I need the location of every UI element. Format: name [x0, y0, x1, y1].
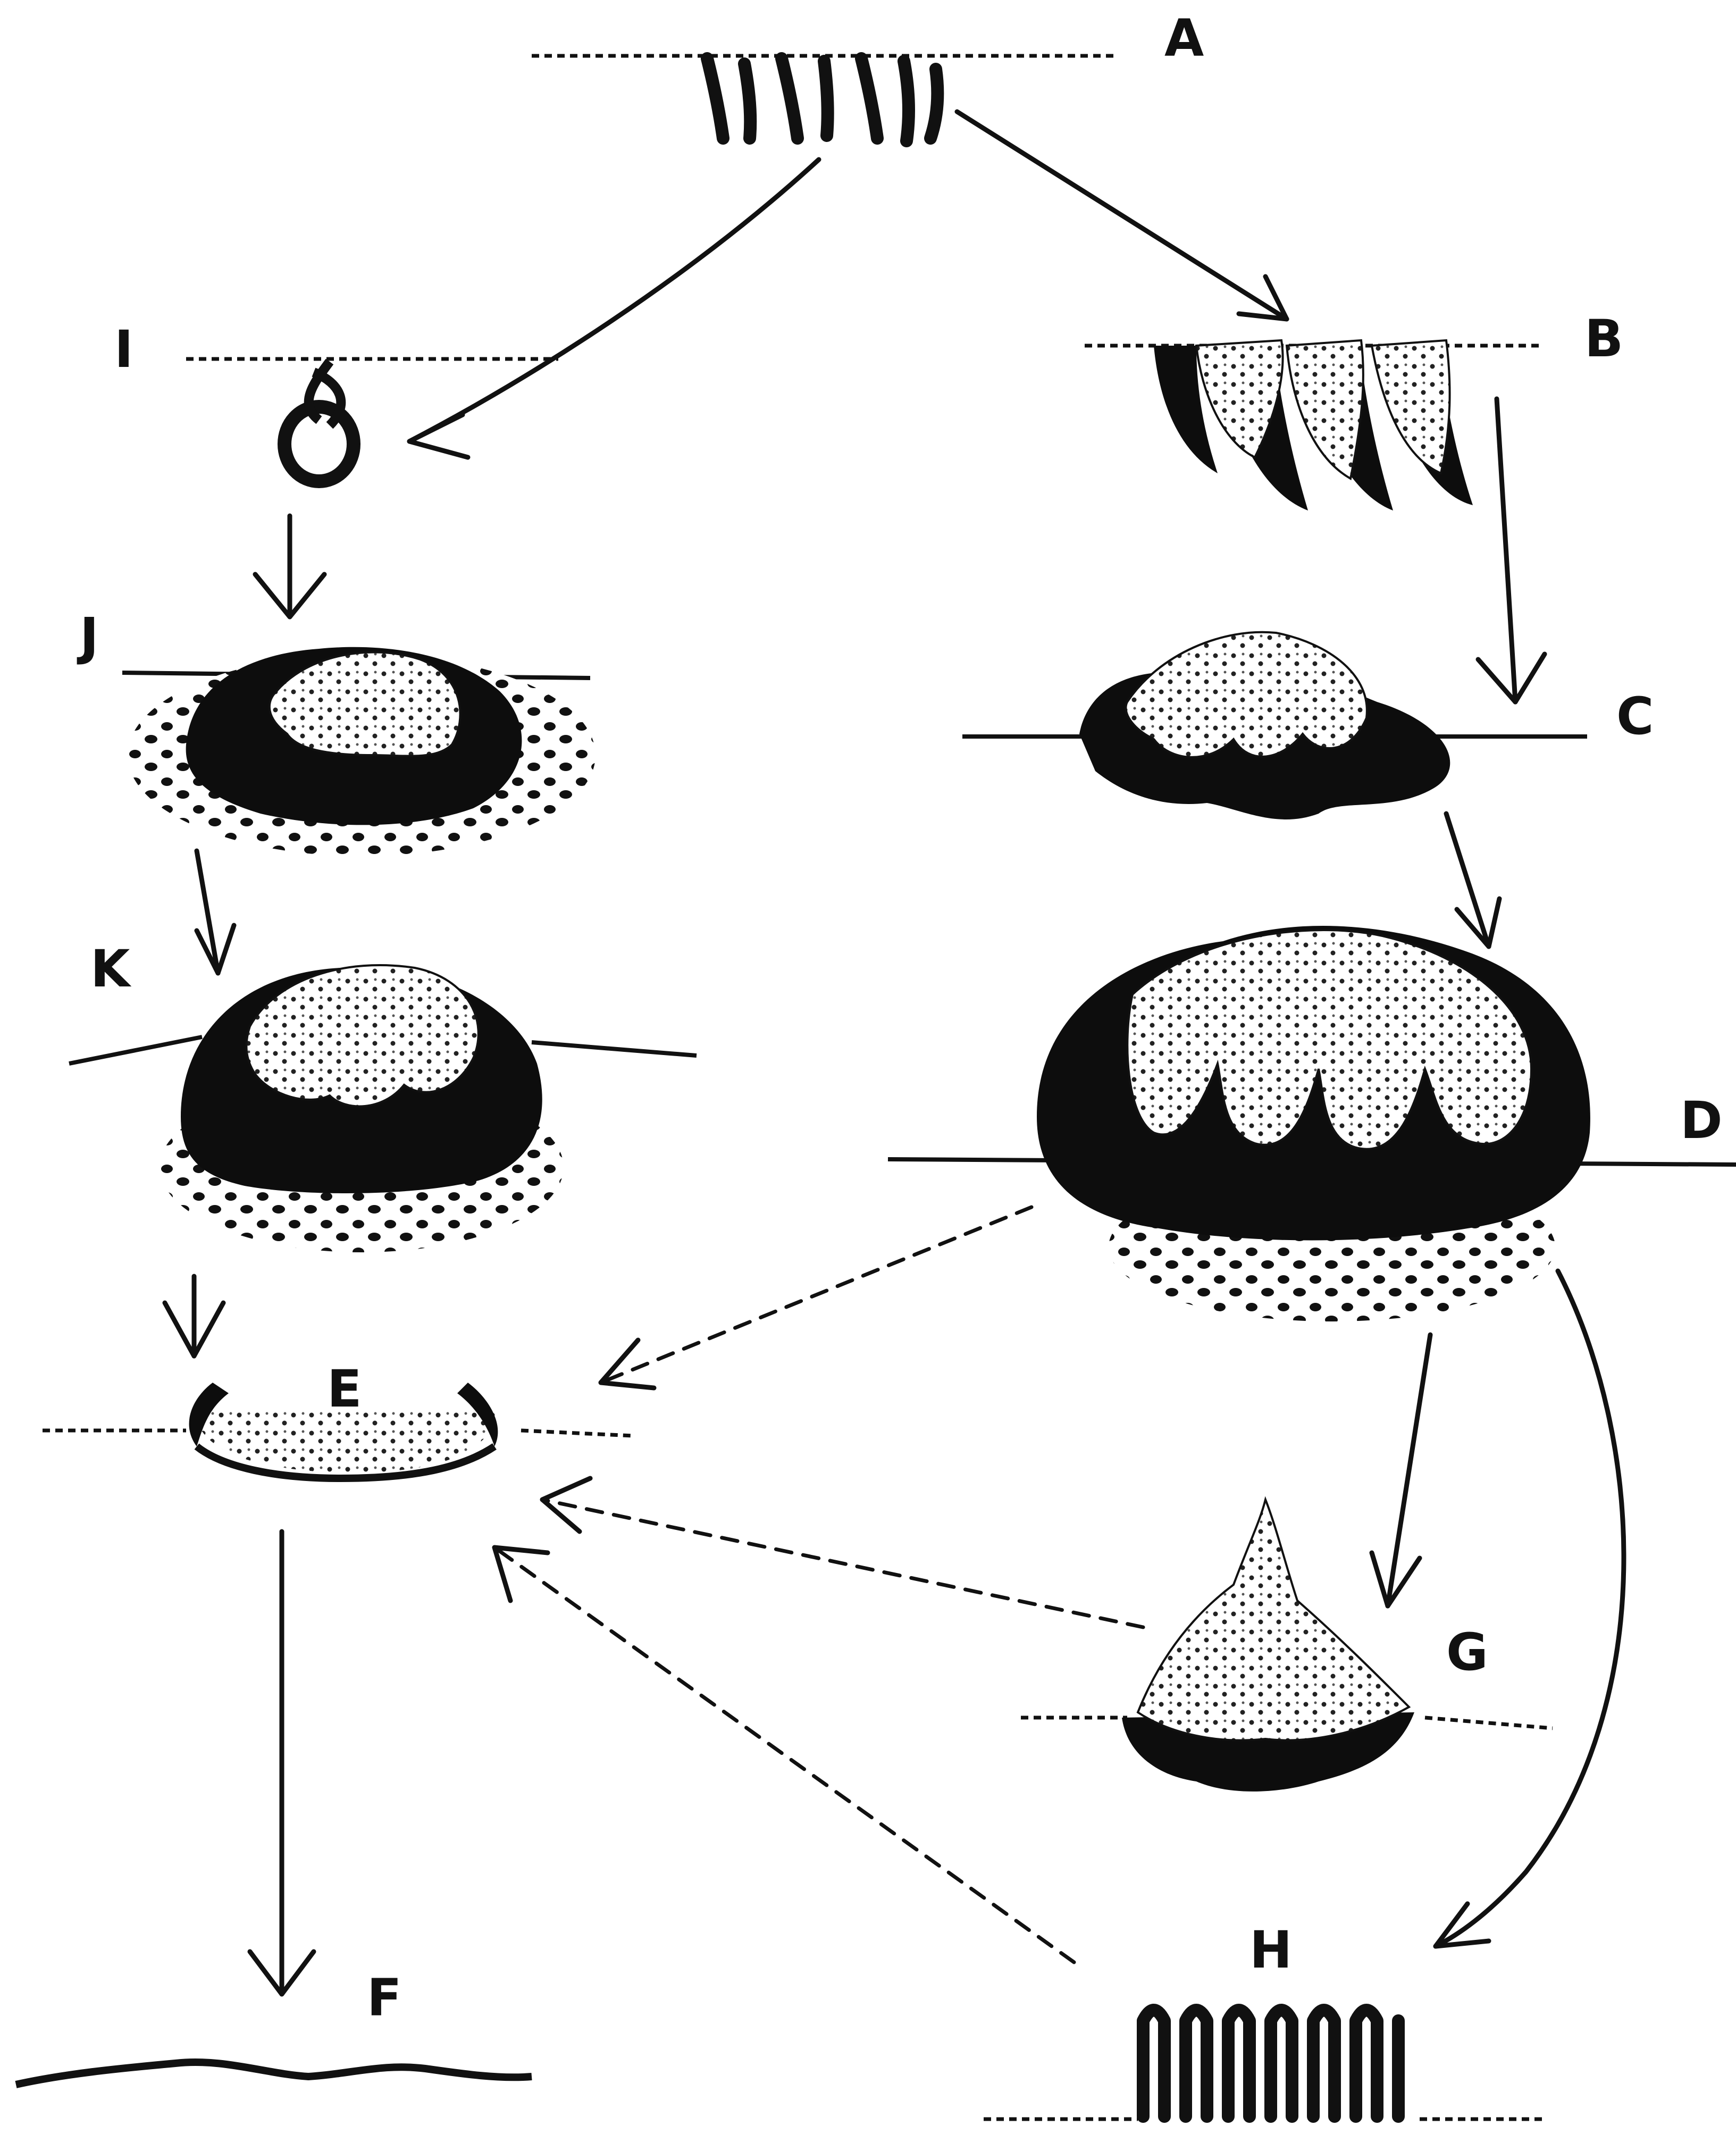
stage-label-d: D [1680, 1091, 1723, 1150]
stage-i-illustration [186, 359, 558, 481]
stage-label-h: H [1249, 1920, 1292, 1980]
edge-h-to-e [494, 1547, 1074, 1962]
stage-b-illustration [1085, 340, 1542, 511]
stage-label-g: G [1446, 1622, 1488, 1682]
edge-e-to-f [250, 1532, 314, 1994]
edge-j-to-k [197, 851, 234, 973]
stage-label-b: B [1584, 309, 1623, 369]
stage-label-e: E [327, 1359, 362, 1419]
edge-g-to-e [542, 1478, 1143, 1627]
edge-d-to-h [1436, 1271, 1624, 1946]
edge-c-to-d [1446, 814, 1499, 947]
stage-a-illustration [532, 56, 1117, 141]
stage-k-illustration [69, 965, 697, 1252]
edge-d-to-g [1372, 1335, 1430, 1606]
edge-a-to-i [409, 160, 819, 457]
edge-a-to-b [957, 112, 1287, 319]
edge-d-to-e [601, 1207, 1031, 1388]
stage-c-illustration [962, 632, 1587, 819]
stage-label-c: C [1616, 687, 1654, 746]
edge-b-to-c [1478, 399, 1545, 702]
stage-label-j: J [77, 607, 99, 666]
stage-label-a: A [1164, 9, 1204, 68]
stage-d-illustration [888, 926, 1736, 1321]
stage-f-illustration [16, 2062, 532, 2085]
stage-h-illustration [984, 2010, 1542, 2119]
stage-label-f: F [367, 1968, 402, 2028]
stage-j-illustration [122, 647, 596, 856]
edge-i-to-j [255, 516, 324, 617]
stage-label-k: K [90, 939, 132, 999]
stage-label-i: I [114, 320, 133, 379]
edge-k-to-e [165, 1276, 223, 1356]
